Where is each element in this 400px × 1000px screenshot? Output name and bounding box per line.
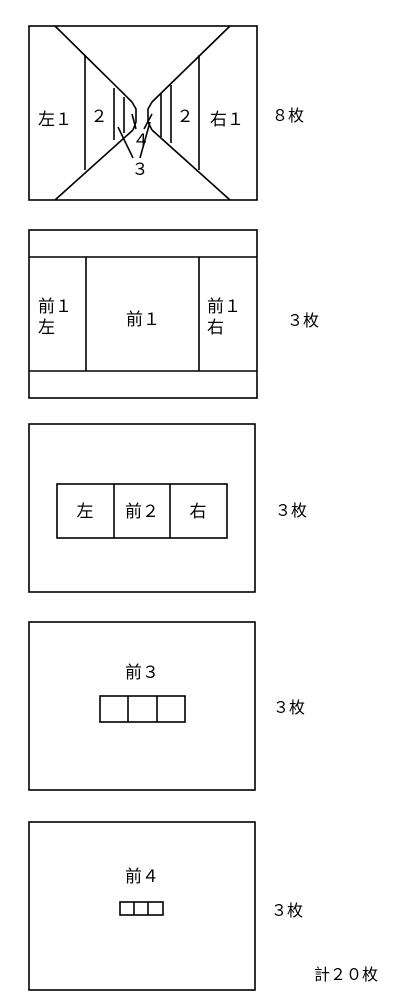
panel-2-count: ３枚 <box>287 311 319 330</box>
label-front4: 前４ <box>125 867 159 887</box>
panel-1-frame <box>28 25 258 201</box>
label-front1-left-line2: 左 <box>38 318 55 338</box>
label-left1: 左１ <box>38 110 72 130</box>
panel-3-inner <box>56 483 228 539</box>
total-count: 計２０枚 <box>314 965 378 984</box>
label-front1-right-line2: 右 <box>207 318 224 338</box>
panel-3: 左 前２ 右 <box>28 423 256 593</box>
label-front2: 前２ <box>125 502 159 522</box>
panel-4: 前３ <box>28 621 256 791</box>
panel-4-count: ３枚 <box>273 698 305 717</box>
panel-3-count: ３枚 <box>275 501 307 520</box>
label-right: 右 <box>190 502 207 522</box>
panel-1-count: ８枚 <box>272 106 304 125</box>
label-left: 左 <box>77 502 94 522</box>
panel-2-front-elevation: 前１ 左 前１ 前１ 右 <box>28 229 258 399</box>
label-right2: ２ <box>177 107 194 127</box>
panel-5-count: ３枚 <box>271 901 303 920</box>
panel-2-frame <box>28 229 258 399</box>
label-front3: 前３ <box>125 663 159 683</box>
label-3: ３ <box>132 160 149 180</box>
panel-5-inner <box>119 901 164 916</box>
label-front1: 前１ <box>126 310 160 330</box>
panel-5: 前４ <box>28 821 256 991</box>
label-front1-right-line1: 前１ <box>207 297 241 317</box>
label-left2: ２ <box>91 107 108 127</box>
panel-4-inner <box>99 695 186 723</box>
label-front1-left-line1: 前１ <box>38 297 72 317</box>
label-right1: 右１ <box>210 110 244 130</box>
label-4: ４ <box>133 131 150 151</box>
panel-1-perspective: 左１ ２ ２ 右１ ４ ３ <box>28 25 258 201</box>
